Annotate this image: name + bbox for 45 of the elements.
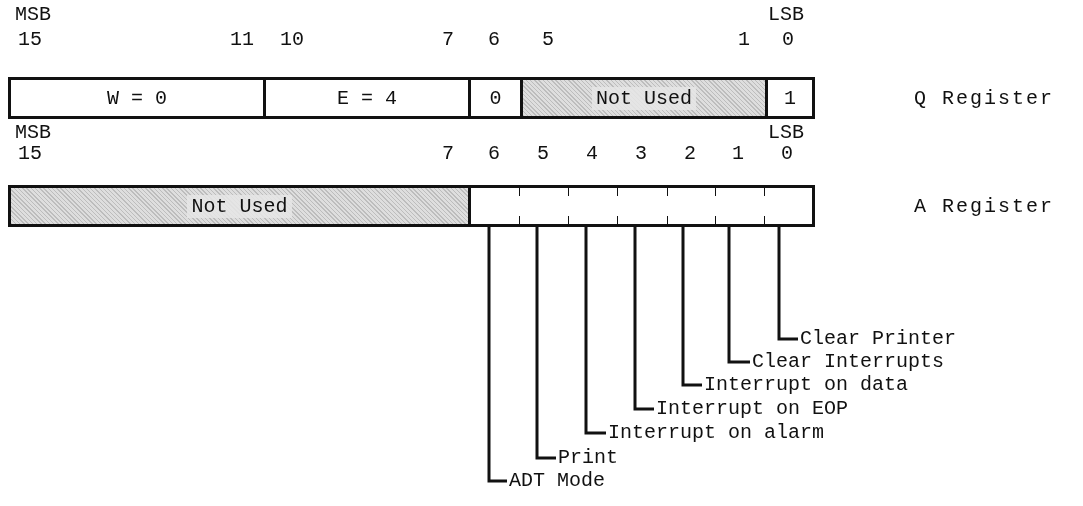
- bit-number: 6: [488, 29, 500, 51]
- register-field: 0: [468, 77, 523, 119]
- bit-number: 15: [18, 143, 42, 165]
- bit-number: 7: [442, 29, 454, 51]
- register-field: E = 4: [263, 77, 471, 119]
- bit-number: 0: [782, 29, 794, 51]
- bit-number: 10: [280, 29, 304, 51]
- register-field: W = 0: [8, 77, 266, 119]
- leader-line: [584, 227, 606, 435]
- bit-number: 5: [537, 143, 549, 165]
- bit-cell: [765, 185, 815, 227]
- bit-number: 4: [586, 143, 598, 165]
- bit-description: Clear Printer: [798, 327, 957, 351]
- leader-line: [777, 227, 798, 341]
- bit-number: 1: [738, 29, 750, 51]
- bit-number: 2: [684, 143, 696, 165]
- bit-cell: [471, 185, 520, 227]
- unused-field: Not Used: [520, 77, 768, 119]
- bit-number: 1: [732, 143, 744, 165]
- unused-field: Not Used: [8, 185, 471, 227]
- bit-number: 3: [635, 143, 647, 165]
- leader-line: [535, 227, 556, 460]
- bit-description: Interrupt on EOP: [654, 397, 849, 421]
- bit-number: 6: [488, 143, 500, 165]
- bit-number: 5: [542, 29, 554, 51]
- register-name: Q Register: [914, 88, 1054, 110]
- leader-line: [681, 227, 702, 387]
- bit-description: Interrupt on alarm: [606, 421, 825, 445]
- bit-number: 15: [18, 29, 42, 51]
- leader-line: [487, 227, 507, 483]
- bit-number: 7: [442, 143, 454, 165]
- register-field: 1: [765, 77, 815, 119]
- bit-description: Clear Interrupts: [750, 350, 945, 374]
- bit-number: MSB: [15, 122, 51, 144]
- bit-number: 11: [230, 29, 254, 51]
- bit-number: MSB: [15, 4, 51, 26]
- bit-description: Print: [556, 446, 618, 470]
- leader-line: [727, 227, 750, 364]
- bit-number: 0: [781, 143, 793, 165]
- register-name: A Register: [914, 196, 1054, 218]
- bit-number: LSB: [768, 4, 804, 26]
- leader-line: [633, 227, 654, 411]
- bit-description: Interrupt on data: [702, 373, 909, 397]
- bit-number: LSB: [768, 122, 804, 144]
- bit-description: ADT Mode: [507, 469, 605, 493]
